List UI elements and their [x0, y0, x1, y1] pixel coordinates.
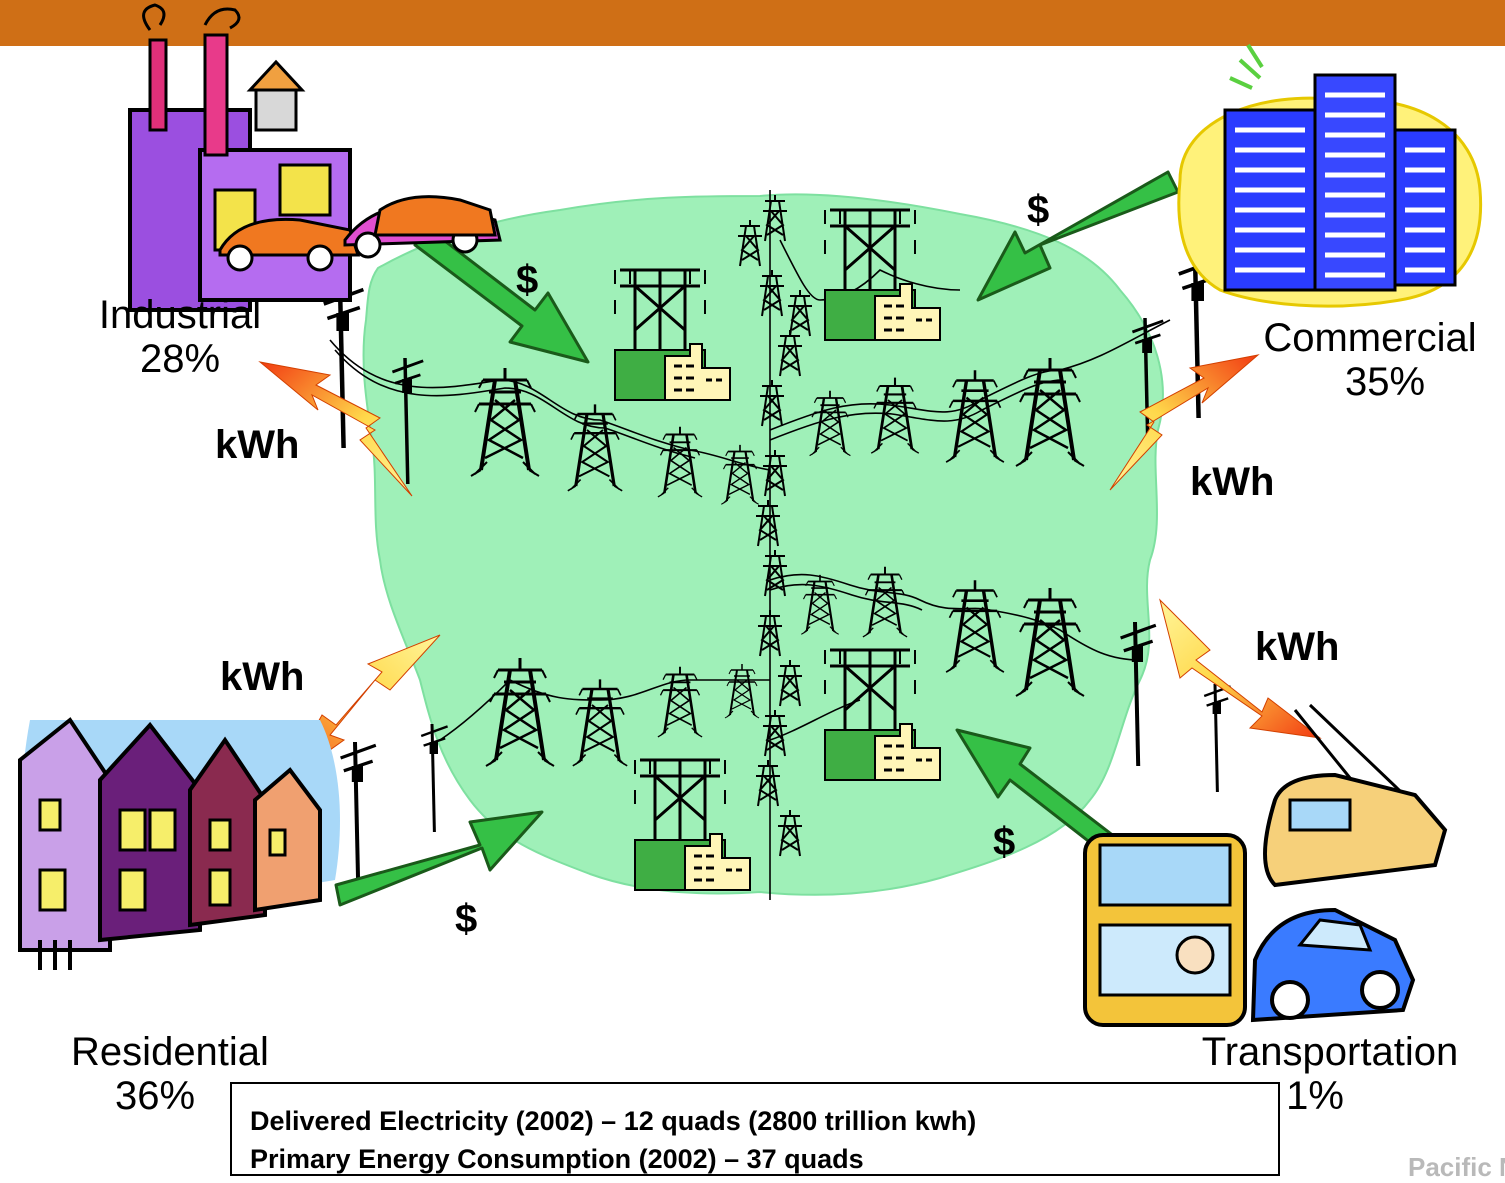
kwh-label-transportation: kWh — [1255, 625, 1340, 669]
transportation-label: Transportation 1% — [1165, 1030, 1495, 1118]
houses-icon — [18, 717, 341, 970]
info-line-delivered: Delivered Electricity (2002) – 12 quads … — [250, 1106, 977, 1136]
industrial-share: 28% — [139, 337, 221, 381]
info-box: Delivered Electricity (2002) – 12 quads … — [230, 1082, 1280, 1176]
kwh-arrow-industrial — [258, 361, 413, 497]
office-building-icon — [1177, 43, 1483, 308]
kwh-label-commercial: kWh — [1190, 460, 1275, 504]
money-label-commercial: $ — [1027, 188, 1050, 232]
residential-share: 36% — [114, 1074, 196, 1118]
commercial-label: Commercial 35% — [1220, 316, 1505, 404]
logo-text: Pacific N — [1408, 1152, 1505, 1182]
money-label-residential: $ — [455, 897, 478, 941]
money-arrow-commercial — [976, 170, 1180, 302]
kwh-label-industrial: kWh — [215, 423, 300, 467]
industrial-label: Industrial 28% — [60, 293, 300, 381]
kwh-arrow-transportation — [1159, 598, 1322, 739]
money-arrows — [334, 170, 1180, 907]
kwh-arrow-commercial — [1109, 354, 1260, 491]
industrial-name: Industrial — [98, 293, 262, 337]
info-line-primary: Primary Energy Consumption (2002) – 37 q… — [250, 1144, 864, 1174]
residential-name: Residential — [71, 1030, 269, 1074]
transportation-share: 1% — [1286, 1074, 1344, 1118]
kwh-label-residential: kWh — [220, 655, 305, 699]
vehicles-icon — [1083, 703, 1448, 1027]
commercial-name: Commercial — [1263, 316, 1477, 360]
money-label-industrial: $ — [516, 258, 539, 302]
money-label-transportation: $ — [993, 820, 1016, 864]
transportation-name: Transportation — [1201, 1030, 1459, 1074]
residential-label: Residential 36% — [40, 1030, 300, 1118]
commercial-share: 35% — [1344, 360, 1426, 404]
money-arrow-residential — [334, 810, 544, 907]
factory-icon — [128, 3, 502, 312]
title-bar — [0, 0, 1505, 46]
